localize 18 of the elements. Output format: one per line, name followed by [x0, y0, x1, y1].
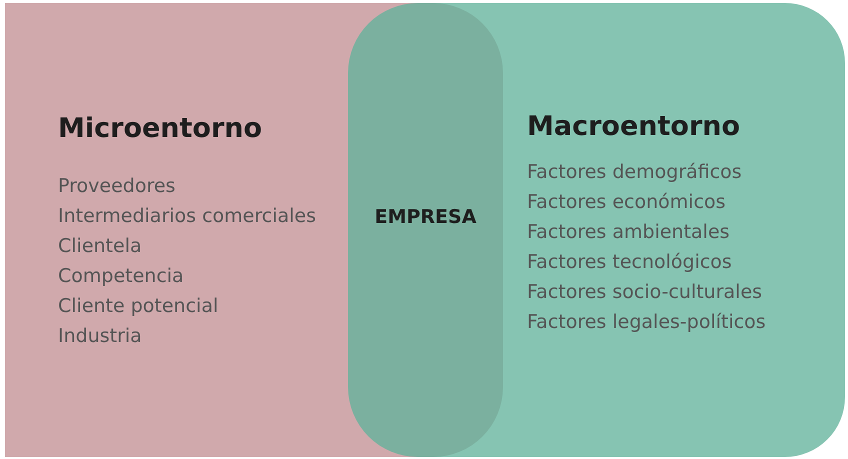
list-item: Factores económicos	[527, 191, 726, 213]
list-item: Clientela	[58, 235, 142, 257]
left-panel	[5, 3, 348, 457]
panel-heading: Microentorno	[58, 113, 262, 144]
list-item: Factores socio-culturales	[527, 281, 762, 303]
list-item: Proveedores	[58, 175, 176, 197]
list-item: Factores ambientales	[527, 221, 730, 243]
list-item: Factores legales-políticos	[527, 311, 766, 333]
list-item: Intermediarios comerciales	[58, 205, 316, 227]
list-item: Competencia	[58, 265, 184, 287]
center-panel	[348, 3, 503, 457]
list-item: Industria	[58, 325, 142, 347]
panel-heading: Macroentorno	[527, 111, 740, 142]
right-panel	[503, 3, 845, 457]
list-item: Factores demográficos	[527, 161, 742, 183]
center-label: EMPRESA	[374, 206, 476, 228]
list-item: Cliente potencial	[58, 295, 218, 317]
list-item: Factores tecnológicos	[527, 251, 732, 273]
